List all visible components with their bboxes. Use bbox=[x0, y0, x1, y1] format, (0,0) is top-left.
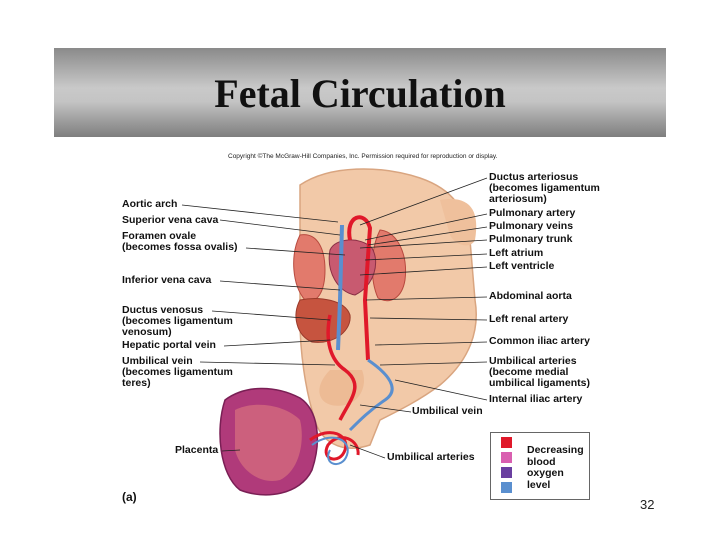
title-bar: Fetal Circulation bbox=[54, 48, 666, 137]
label-pulmonary-trunk: Pulmonary trunk bbox=[489, 233, 573, 245]
label-umbilical-vein-note-1: (becomes ligamentum bbox=[122, 366, 233, 378]
label-ductus-arteriosus-note-1: (becomes ligamentum bbox=[489, 182, 600, 194]
label-common-iliac-artery: Common iliac artery bbox=[489, 335, 590, 347]
oxygen-level-legend: Decreasing blood oxygen level bbox=[490, 432, 590, 500]
label-placenta: Placenta bbox=[175, 444, 219, 456]
label-ductus-arteriosus: Ductus arteriosus bbox=[489, 171, 579, 183]
leader-lines-left bbox=[181, 204, 346, 452]
aorta-vessel bbox=[347, 215, 373, 361]
umbilical-cord bbox=[309, 431, 360, 461]
panel-label: (a) bbox=[122, 490, 137, 504]
label-abdominal-aorta: Abdominal aorta bbox=[489, 290, 572, 302]
label-umbilical-vein-bottom: Umbilical vein bbox=[412, 405, 483, 417]
label-umbilical-arteries-bottom: Umbilical arteries bbox=[387, 451, 475, 463]
copyright-notice: Copyright ©The McGraw-Hill Companies, In… bbox=[228, 153, 498, 160]
label-left-renal-artery: Left renal artery bbox=[489, 313, 569, 325]
legend-swatch-blue bbox=[501, 482, 512, 493]
label-umbilical-vein-note-2: teres) bbox=[122, 377, 151, 389]
fetus-limb bbox=[440, 199, 477, 246]
label-left-atrium: Left atrium bbox=[489, 247, 544, 259]
label-umbilical-vein: Umbilical vein bbox=[122, 355, 193, 367]
slide-title: Fetal Circulation bbox=[214, 71, 506, 116]
label-pulmonary-veins: Pulmonary veins bbox=[489, 220, 574, 232]
umbilical-cord-arteries bbox=[311, 436, 349, 465]
page-number: 32 bbox=[640, 497, 655, 512]
legend-line-4: level bbox=[527, 478, 551, 491]
legend-line-1: Decreasing bbox=[527, 444, 584, 456]
label-aortic-arch: Aortic arch bbox=[122, 198, 178, 210]
label-left-ventricle: Left ventricle bbox=[489, 260, 555, 272]
label-umbilical-arteries-note-1: (become medial bbox=[489, 366, 569, 378]
vena-cava-vessel bbox=[336, 224, 344, 351]
label-umbilical-arteries: Umbilical arteries bbox=[489, 355, 577, 367]
label-umbilical-arteries-note-2: umbilical ligaments) bbox=[489, 377, 590, 389]
label-inferior-vena-cava: Inferior vena cava bbox=[122, 274, 212, 286]
label-ductus-arteriosus-note-2: arteriosum) bbox=[489, 193, 547, 205]
legend-swatch-pink bbox=[501, 452, 512, 463]
label-foramen-ovale-note: (becomes fossa ovalis) bbox=[122, 241, 238, 253]
label-internal-iliac-artery: Internal iliac artery bbox=[489, 393, 583, 405]
legend-line-2: blood bbox=[527, 455, 556, 468]
umbilical-artery-vessel bbox=[348, 358, 394, 432]
legend-text: Decreasing blood oxygen level bbox=[527, 444, 584, 491]
right-lung bbox=[293, 234, 326, 302]
legend-line-3: oxygen bbox=[527, 467, 564, 479]
label-hepatic-portal-vein: Hepatic portal vein bbox=[122, 339, 216, 351]
label-superior-vena-cava: Superior vena cava bbox=[122, 214, 219, 226]
label-foramen-ovale: Foramen ovale bbox=[122, 230, 197, 242]
leader-lines-right bbox=[349, 177, 488, 459]
label-ductus-venosus: Ductus venosus bbox=[122, 304, 204, 316]
umbilical-vein-vessel bbox=[326, 314, 357, 421]
placenta-tissue bbox=[235, 404, 302, 481]
label-ductus-venosus-note-2: venosum) bbox=[122, 326, 172, 338]
legend-swatch-purple bbox=[501, 467, 512, 478]
label-pulmonary-artery: Pulmonary artery bbox=[489, 207, 576, 219]
label-ductus-venosus-note-1: (becomes ligamentum bbox=[122, 315, 233, 327]
legend-swatch-red bbox=[501, 437, 512, 448]
